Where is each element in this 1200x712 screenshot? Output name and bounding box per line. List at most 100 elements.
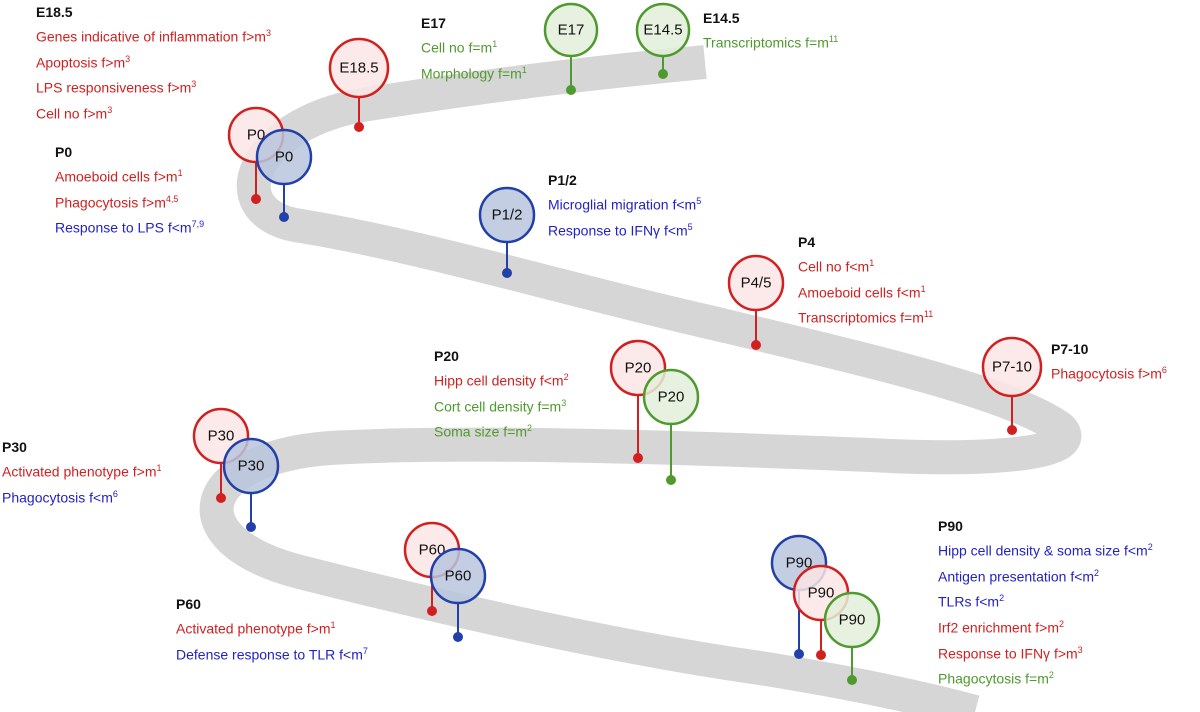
annotation-line: Amoeboid cells f>m1 <box>55 168 183 185</box>
annotation-line: Transcriptomics f=m11 <box>798 309 934 326</box>
timepoint-marker-p90-green: P90 <box>823 591 881 649</box>
annotation-line: Cell no f=m1 <box>421 39 498 56</box>
marker-bubble <box>255 128 313 186</box>
annotation-line: Phagocytosis f<m6 <box>2 488 118 506</box>
marker-pin-dot <box>216 493 226 503</box>
annotation-title: P1/2 <box>548 172 577 188</box>
marker-label: P30 <box>208 428 235 445</box>
annotation-line: Cell no f<m1 <box>798 258 875 275</box>
road <box>199 45 1081 712</box>
annotation-title: E14.5 <box>703 10 740 26</box>
marker-pin-dot <box>666 475 676 485</box>
annotation-line: Transcriptomics f=m11 <box>703 34 839 51</box>
marker-label: P0 <box>247 127 265 144</box>
annotation-title: P90 <box>938 518 963 534</box>
annotation-title: P0 <box>55 144 73 160</box>
marker-pin-dot <box>427 606 437 616</box>
annotation-line: Microglial migration f<m5 <box>548 196 702 213</box>
annotation-line: Cell no f>m3 <box>36 104 113 122</box>
marker-bubble <box>981 336 1043 398</box>
marker-pin-dot <box>246 522 256 532</box>
marker-pin-dot <box>502 268 512 278</box>
marker-bubble <box>823 591 881 649</box>
timepoint-marker-p20-green: P20 <box>642 368 700 426</box>
timepoint-marker-p60-blue: P60 <box>429 547 487 605</box>
annotation-line: Defense response to TLR f<m7 <box>176 645 368 663</box>
marker-label: P90 <box>786 555 813 572</box>
annotation-title: P20 <box>434 348 459 364</box>
annotation-line: TLRs f<m2 <box>938 593 1005 610</box>
marker-label: E18.5 <box>339 60 378 77</box>
annotation-line: Phagocytosis f>m6 <box>1051 365 1167 382</box>
timepoint-marker-p710: P7-10 <box>981 336 1043 398</box>
marker-pin-dot <box>566 85 576 95</box>
marker-label: P0 <box>275 149 293 166</box>
marker-bubble <box>642 368 700 426</box>
marker-label: P60 <box>445 568 472 585</box>
marker-label: P7-10 <box>992 359 1032 376</box>
marker-bubble <box>478 186 536 244</box>
marker-label: E14.5 <box>643 22 682 39</box>
timepoint-marker-p12: P1/2 <box>478 186 536 244</box>
annotation-line: Morphology f=m1 <box>421 64 527 82</box>
marker-bubble <box>543 2 599 58</box>
annotation-line: Response to LPS f<m7,9 <box>55 219 205 236</box>
marker-pin-dot <box>816 650 826 660</box>
marker-pin-dot <box>794 649 804 659</box>
marker-pin-dot <box>751 340 761 350</box>
timepoint-marker-e185: E18.5 <box>328 37 390 99</box>
annotation-line: Amoeboid cells f<m1 <box>798 283 926 301</box>
marker-pin-dot <box>354 122 364 132</box>
annotation-title: P4 <box>798 234 816 250</box>
marker-pin-dot <box>847 675 857 685</box>
annotation-title: P60 <box>176 596 201 612</box>
marker-bubble <box>727 254 785 312</box>
annotation-line: LPS responsiveness f>m3 <box>36 79 197 96</box>
marker-pin-dot <box>453 632 463 642</box>
annotation-title: P7-10 <box>1051 341 1089 357</box>
annotation-line: Phagocytosis f>m4,5 <box>55 193 179 211</box>
marker-label: P30 <box>238 458 265 475</box>
annotation-line: Activated phenotype f>m1 <box>2 463 162 480</box>
marker-pin-dot <box>251 194 261 204</box>
timepoint-marker-p45: P4/5 <box>727 254 785 312</box>
annotation-line: Antigen presentation f<m2 <box>938 567 1100 585</box>
annotation-line: Activated phenotype f>m1 <box>176 620 336 637</box>
marker-bubble <box>222 437 280 495</box>
annotation-line: Soma size f=m2 <box>434 423 532 440</box>
marker-label: P60 <box>419 542 446 559</box>
marker-label: P20 <box>625 360 652 377</box>
marker-pin-dot <box>1007 425 1017 435</box>
annotation-line: Apoptosis f>m3 <box>36 53 131 71</box>
marker-label: P90 <box>839 612 866 629</box>
marker-pin-dot <box>633 453 643 463</box>
marker-label: P20 <box>658 389 685 406</box>
marker-bubble <box>429 547 487 605</box>
timepoint-marker-p30-blue: P30 <box>222 437 280 495</box>
marker-label: P4/5 <box>741 275 772 292</box>
marker-pin-dot <box>279 212 289 222</box>
annotation-line: Hipp cell density f<m2 <box>434 372 569 389</box>
annotation-title: E18.5 <box>36 4 73 20</box>
marker-bubble <box>635 2 691 58</box>
annotation-line: Cort cell density f=m3 <box>434 397 567 415</box>
marker-label: P90 <box>808 585 835 602</box>
annotation-line: Response to IFNγ f<m5 <box>548 221 693 239</box>
annotation-line: Irf2 enrichment f>m2 <box>938 618 1065 636</box>
marker-label: P1/2 <box>492 207 523 224</box>
annotation-line: Response to IFNγ f>m3 <box>938 644 1083 662</box>
timepoint-marker-p0-blue: P0 <box>255 128 313 186</box>
marker-pin-dot <box>658 69 668 79</box>
